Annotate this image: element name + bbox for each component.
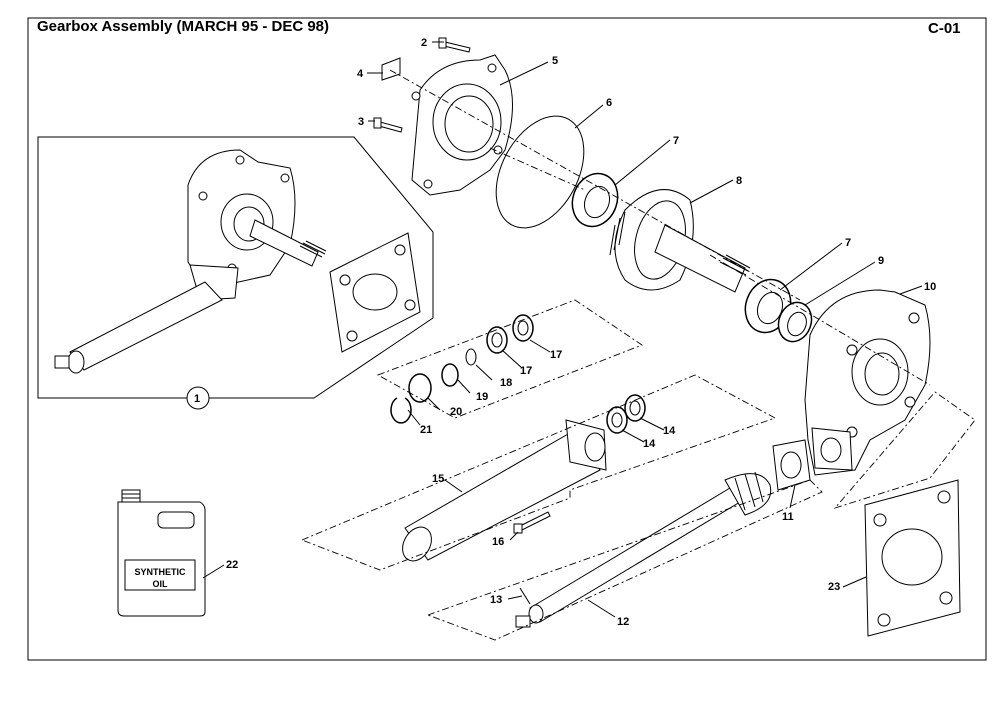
callout-17a: 17 [550,349,562,361]
callout-16: 16 [492,536,504,548]
callout-14b: 14 [643,438,656,450]
washer-20 [408,373,432,403]
callout-7b: 7 [845,237,851,249]
gear-shaft-8 [609,189,751,293]
page-id: C-01 [928,20,961,37]
gasket-11 [772,439,811,491]
oil-label-line1: SYNTHETIC [134,567,186,577]
callout-7a: 7 [673,135,679,147]
callout-3: 3 [358,116,364,128]
callout-9: 9 [878,255,884,267]
inset-assembly-1 [37,136,434,410]
group-outline-b [300,374,777,571]
callout-15: 15 [432,473,444,485]
pin-13 [519,587,531,605]
callout-13: 13 [490,594,502,606]
diagram-frame [27,17,987,661]
leader-lines [202,41,923,618]
flange-housing-5 [411,54,513,196]
callout-1: 1 [194,393,200,405]
callout-11: 11 [782,511,794,523]
bushing-19 [441,363,459,387]
callout-18: 18 [500,377,512,389]
diagram-title: Gearbox Assembly (MARCH 95 - DEC 98) [37,18,330,35]
gearbox-housing-10 [804,289,931,476]
callout-2: 2 [421,37,427,49]
callout-10: 10 [924,281,936,293]
screw-2 [438,37,471,53]
callout-14a: 14 [663,425,676,437]
gasket-6 [495,115,585,229]
bearing-7-upper [571,172,619,228]
group-outline-c [426,479,823,641]
oil-bottle-22 [117,489,206,617]
callout-17b: 17 [520,365,532,377]
callout-20: 20 [450,406,462,418]
callout-23: 23 [828,581,840,593]
callout-19: 19 [476,391,488,403]
drive-shaft-12 [515,471,772,628]
screw-3 [373,117,403,133]
callout-5: 5 [552,55,558,67]
bearings-14 [606,394,646,434]
tube-15 [402,419,607,562]
callout-21: 21 [420,424,432,436]
oil-label: SYNTHETIC OIL [127,566,193,590]
callout-8: 8 [736,175,742,187]
callout-4: 4 [357,68,364,80]
callout-6: 6 [606,97,612,109]
screw-16 [513,511,551,534]
seal-9 [777,301,813,343]
group-outline-d [833,391,976,509]
callout-12: 12 [617,616,629,628]
circlip-21 [390,397,412,424]
center-line [389,69,931,386]
bearings-17 [486,314,534,354]
callout-22: 22 [226,559,238,571]
label-4 [381,57,401,81]
ring-18 [465,348,477,366]
group-outline-a [376,299,643,419]
mounting-plate-23 [864,479,961,637]
oil-label-line2: OIL [152,579,168,589]
